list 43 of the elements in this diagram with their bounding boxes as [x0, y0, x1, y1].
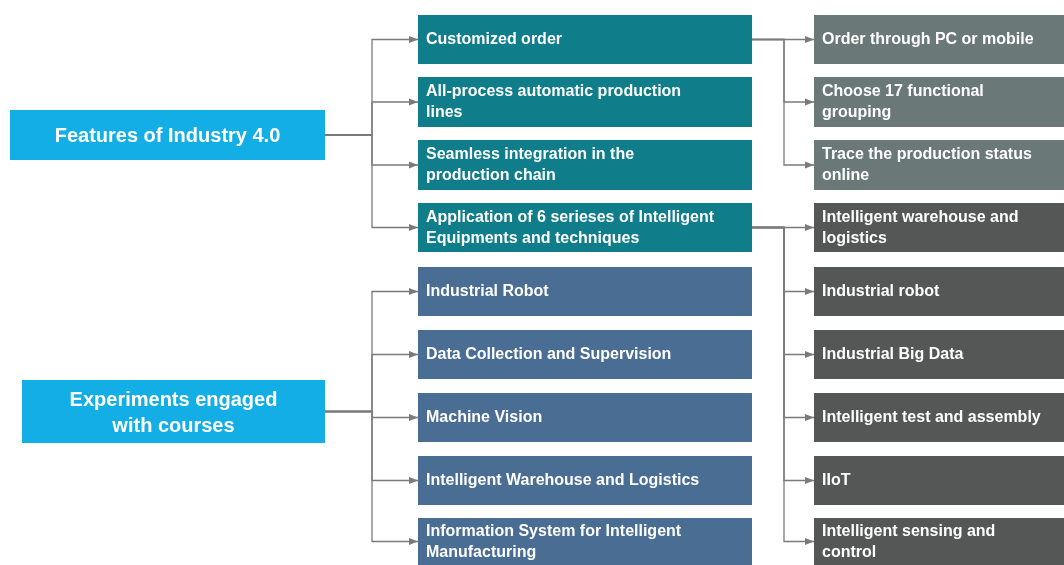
series-box	[814, 203, 1064, 252]
detail-box	[814, 15, 1064, 64]
box-label: Industrial Big Data	[822, 344, 964, 365]
course-box	[418, 267, 752, 316]
connector-arrow	[751, 38, 815, 169]
box-label: Machine Vision	[426, 407, 543, 428]
box-label: Features of Industry 4.0	[54, 123, 281, 148]
connector-arrow	[324, 410, 419, 546]
box-label: Intelligent Warehouse and Logistics	[426, 470, 700, 491]
detail-box	[814, 140, 1064, 190]
category-box	[22, 380, 325, 443]
box-label: Industrial robot	[822, 281, 940, 302]
course-box	[418, 456, 752, 505]
box-label: Experiments engaged with courses	[68, 386, 279, 438]
detail-box	[814, 77, 1064, 127]
box-label: Trace the production status online	[822, 144, 1033, 185]
feature-box	[418, 203, 752, 252]
feature-box	[418, 140, 752, 190]
box-label: IIoT	[822, 470, 851, 491]
feature-box	[418, 77, 752, 127]
box-label: Order through PC or mobile	[822, 29, 1034, 50]
series-box	[814, 330, 1064, 379]
box-label: Intelligent sensing and control	[822, 520, 997, 562]
course-box	[418, 330, 752, 379]
box-label: Choose 17 functional grouping	[822, 81, 985, 122]
connector-arrow	[751, 226, 815, 546]
box-label: Customized order	[426, 29, 562, 50]
box-label: Data Collection and Supervision	[426, 344, 672, 365]
course-box	[418, 393, 752, 442]
box-label: Application of 6 serieses of Intelligent Equipments and techniques	[426, 206, 716, 248]
box-label: Intelligent test and assembly	[822, 407, 1041, 428]
series-box	[814, 267, 1064, 316]
box-label: Information System for Intelligent Manufacturing	[426, 520, 683, 562]
series-box	[814, 456, 1064, 505]
series-box	[814, 393, 1064, 442]
category-box	[10, 110, 325, 160]
course-box	[418, 518, 752, 565]
box-label: Seamless integration in the production chain	[426, 144, 636, 185]
feature-box	[418, 15, 752, 64]
box-label: Industrial Robot	[426, 281, 549, 302]
box-label: Intelligent warehouse and logistics	[822, 206, 1020, 248]
series-box	[814, 518, 1064, 565]
box-label: All-process automatic production lines	[426, 81, 683, 122]
